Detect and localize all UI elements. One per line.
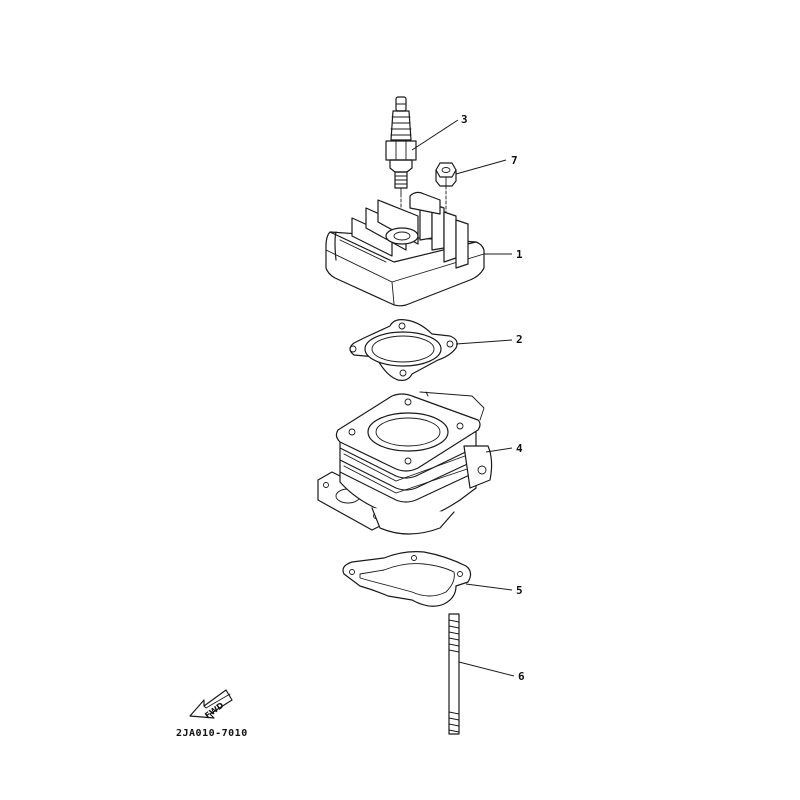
forward-arrow-icon: FWD (189, 689, 233, 720)
callout-3: 3 (461, 113, 468, 126)
callout-4: 4 (516, 442, 523, 455)
cylinder-head (325, 191, 485, 307)
callout-1: 1 (516, 248, 523, 261)
callout-5: 5 (516, 584, 523, 597)
head-gasket (349, 319, 458, 381)
diagram-code: 2JA010-7010 (176, 728, 248, 739)
stud-bolt (448, 613, 460, 735)
base-gasket (342, 551, 472, 607)
leader-lines (411, 119, 515, 677)
callout-7: 7 (511, 154, 518, 167)
cylinder (317, 391, 493, 535)
callout-6: 6 (518, 670, 525, 683)
callout-2: 2 (516, 333, 523, 346)
